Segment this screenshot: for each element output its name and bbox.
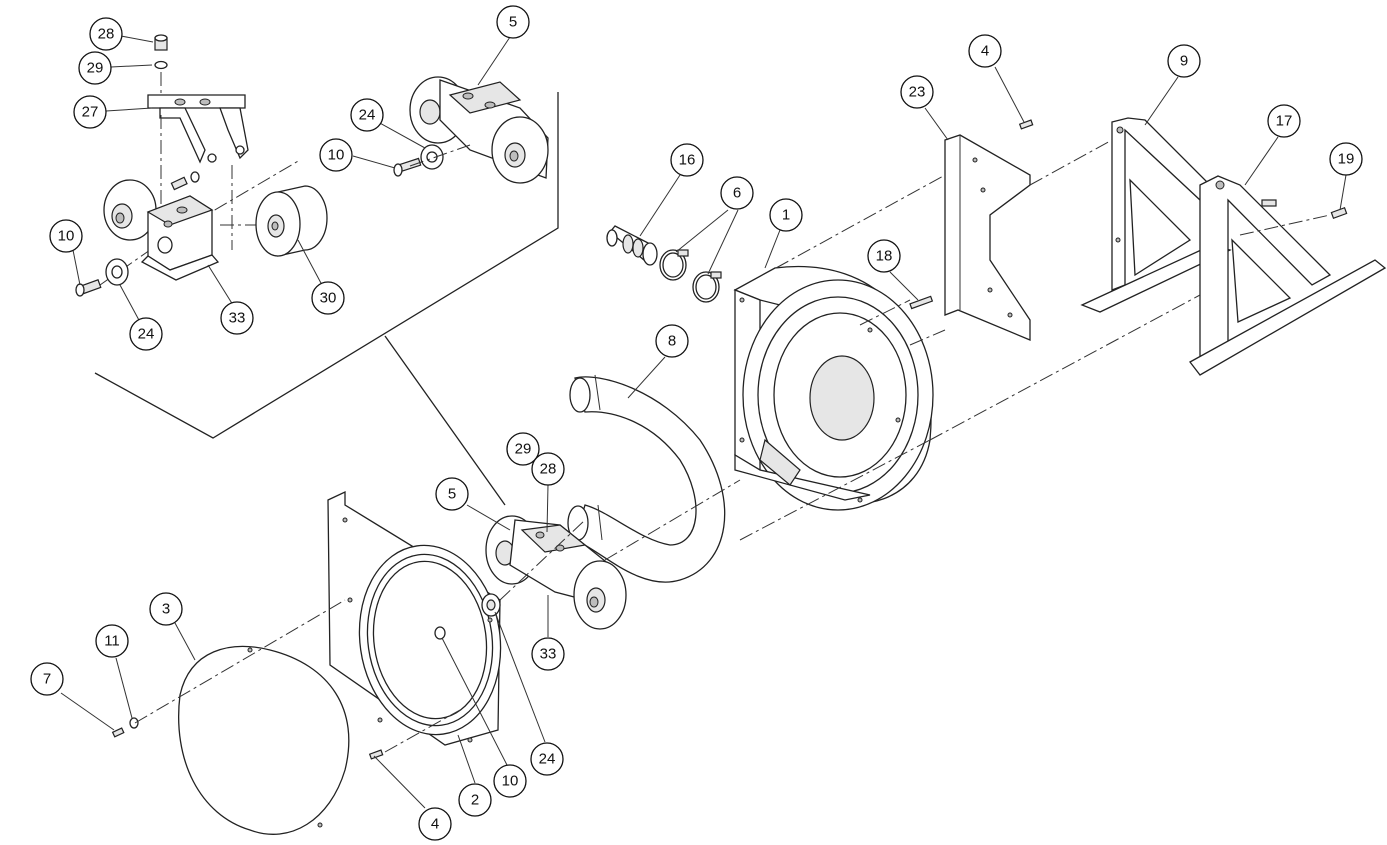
callout-5-mid: 5 (435, 477, 469, 511)
callout-33-mid: 33 (531, 637, 565, 671)
callout-label: 11 (104, 633, 120, 650)
cover-3 (178, 645, 350, 835)
callout-7: 7 (30, 662, 64, 696)
bracket-plate-23 (944, 134, 1031, 341)
callout-label: 30 (320, 290, 337, 307)
washer-24-bottom (481, 593, 501, 617)
callout-label: 16 (679, 152, 696, 169)
callout-label: 18 (876, 248, 893, 265)
callout-4-bottom: 4 (418, 807, 452, 841)
callout-label: 6 (733, 185, 741, 202)
callout-11: 11 (95, 624, 129, 658)
callout-24-inset: 24 (350, 98, 384, 132)
hose-clamps-6 (659, 249, 722, 303)
roller-assembly-5-mid (485, 515, 627, 630)
callout-label: 5 (509, 14, 517, 31)
washer-29-top (154, 60, 168, 70)
screw-7 (111, 727, 125, 738)
bolt-19 (1330, 207, 1348, 219)
callout-label: 33 (229, 310, 246, 327)
hose-fitting-16 (606, 225, 658, 266)
callout-label: 3 (162, 601, 170, 618)
small-bolts-inset (170, 171, 200, 191)
screw-4-bottom (368, 749, 384, 760)
callout-19: 19 (1329, 142, 1363, 176)
washer-24-inset (105, 258, 129, 286)
callout-label: 29 (87, 60, 104, 77)
callout-4-top: 4 (968, 34, 1002, 68)
bolt-10-inset (75, 279, 102, 297)
callout-label: 4 (431, 816, 439, 833)
callout-label: 19 (1338, 151, 1355, 168)
callout-label: 23 (909, 84, 926, 101)
callout-label: 5 (448, 486, 456, 503)
washer-11 (129, 717, 139, 729)
callout-label: 17 (1276, 113, 1293, 130)
callout-label: 9 (1180, 53, 1188, 70)
callout-label: 27 (82, 104, 99, 121)
callout-10-bottom: 10 (493, 764, 527, 798)
callout-16: 16 (670, 143, 704, 177)
callout-label: 8 (668, 333, 676, 350)
assembly-dash-lines (134, 139, 1331, 753)
callout-label: 10 (502, 773, 519, 790)
pin-18 (909, 295, 934, 310)
callout-30: 30 (311, 281, 345, 315)
callout-17: 17 (1267, 104, 1301, 138)
callout-33-left: 33 (220, 301, 254, 335)
callout-6: 6 (720, 176, 754, 210)
callout-2: 2 (458, 783, 492, 817)
callout-label: 2 (471, 792, 479, 809)
callout-23: 23 (900, 75, 934, 109)
back-plate-2 (327, 490, 502, 746)
callout-1: 1 (769, 198, 803, 232)
callout-10-inset: 10 (319, 138, 353, 172)
washer-24-inset-top (420, 144, 444, 170)
roller-block-33 (103, 179, 220, 281)
inset-boundary (94, 92, 559, 506)
callout-label: 1 (782, 207, 790, 224)
bolt-10-inset-top (393, 157, 422, 177)
callout-5-top: 5 (496, 5, 530, 39)
callout-10-left: 10 (49, 219, 83, 253)
leader-lines (60, 35, 1347, 809)
callout-18: 18 (867, 239, 901, 273)
callout-28-top: 28 (89, 17, 123, 51)
callout-9: 9 (1167, 44, 1201, 78)
pump-housing-1 (733, 265, 934, 511)
callout-8: 8 (655, 324, 689, 358)
dash-line (409, 144, 471, 167)
callout-label: 28 (540, 461, 557, 478)
callout-29-mid: 29 (506, 432, 540, 466)
callout-label: 10 (328, 147, 345, 164)
callout-28-mid: 28 (531, 452, 565, 486)
plug-28-top (154, 34, 168, 51)
callout-label: 4 (981, 43, 989, 60)
callout-3: 3 (149, 592, 183, 626)
callout-label: 28 (98, 26, 115, 43)
bolt-4-top (1018, 119, 1034, 130)
callout-label: 24 (539, 751, 556, 768)
callout-label: 10 (58, 228, 75, 245)
callout-label: 24 (138, 326, 155, 343)
stand-frame-17 (1189, 175, 1387, 376)
callout-24-bottom: 24 (530, 742, 564, 776)
bracket-27 (147, 94, 249, 164)
callout-27: 27 (73, 95, 107, 129)
callout-label: 29 (515, 441, 532, 458)
roller-30 (255, 185, 328, 257)
callout-label: 33 (540, 646, 557, 663)
callout-label: 24 (359, 107, 376, 124)
callout-29-top: 29 (78, 51, 112, 85)
callout-24-left: 24 (129, 317, 163, 351)
roller-assembly-5-top (409, 76, 549, 184)
callout-label: 7 (43, 671, 51, 688)
